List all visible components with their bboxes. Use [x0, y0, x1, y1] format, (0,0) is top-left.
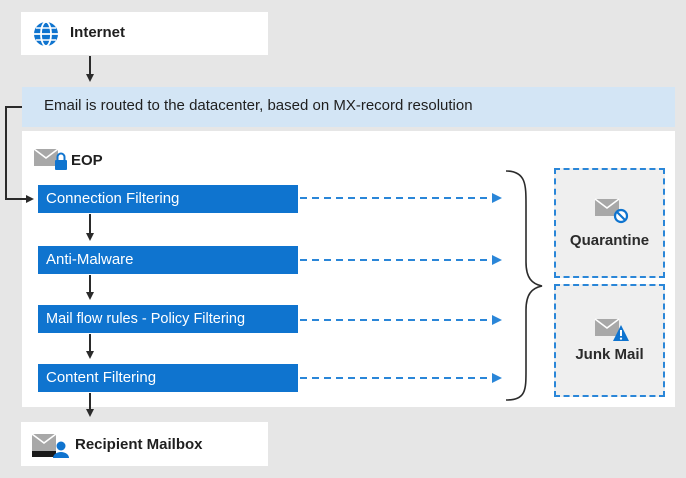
mail-warning-icon [594, 316, 630, 344]
internet-node: Internet [21, 12, 268, 55]
mailbox-user-icon [31, 431, 69, 459]
globe-icon [32, 20, 60, 48]
recipient-node: Recipient Mailbox [21, 422, 268, 466]
recipient-label: Recipient Mailbox [75, 436, 203, 453]
step-content-filtering: Content Filtering [38, 364, 298, 392]
curly-brace [505, 170, 543, 401]
junk-mail-box: Junk Mail [554, 284, 665, 397]
quarantine-box: Quarantine [554, 168, 665, 278]
routing-band: Email is routed to the datacenter, based… [22, 87, 675, 127]
step-mail-flow-rules: Mail flow rules - Policy Filtering [38, 305, 298, 333]
junk-mail-label: Junk Mail [575, 346, 644, 363]
step-anti-malware: Anti-Malware [38, 246, 298, 274]
quarantine-label: Quarantine [569, 232, 650, 249]
internet-label: Internet [70, 24, 126, 41]
mail-blocked-icon [594, 196, 630, 224]
routing-label: Email is routed to the datacenter, based… [44, 97, 473, 114]
eop-label: EOP [71, 152, 103, 169]
step-connection-filtering: Connection Filtering [38, 185, 298, 213]
mail-lock-icon [33, 146, 69, 172]
arrow-routing-to-connection [5, 106, 34, 203]
